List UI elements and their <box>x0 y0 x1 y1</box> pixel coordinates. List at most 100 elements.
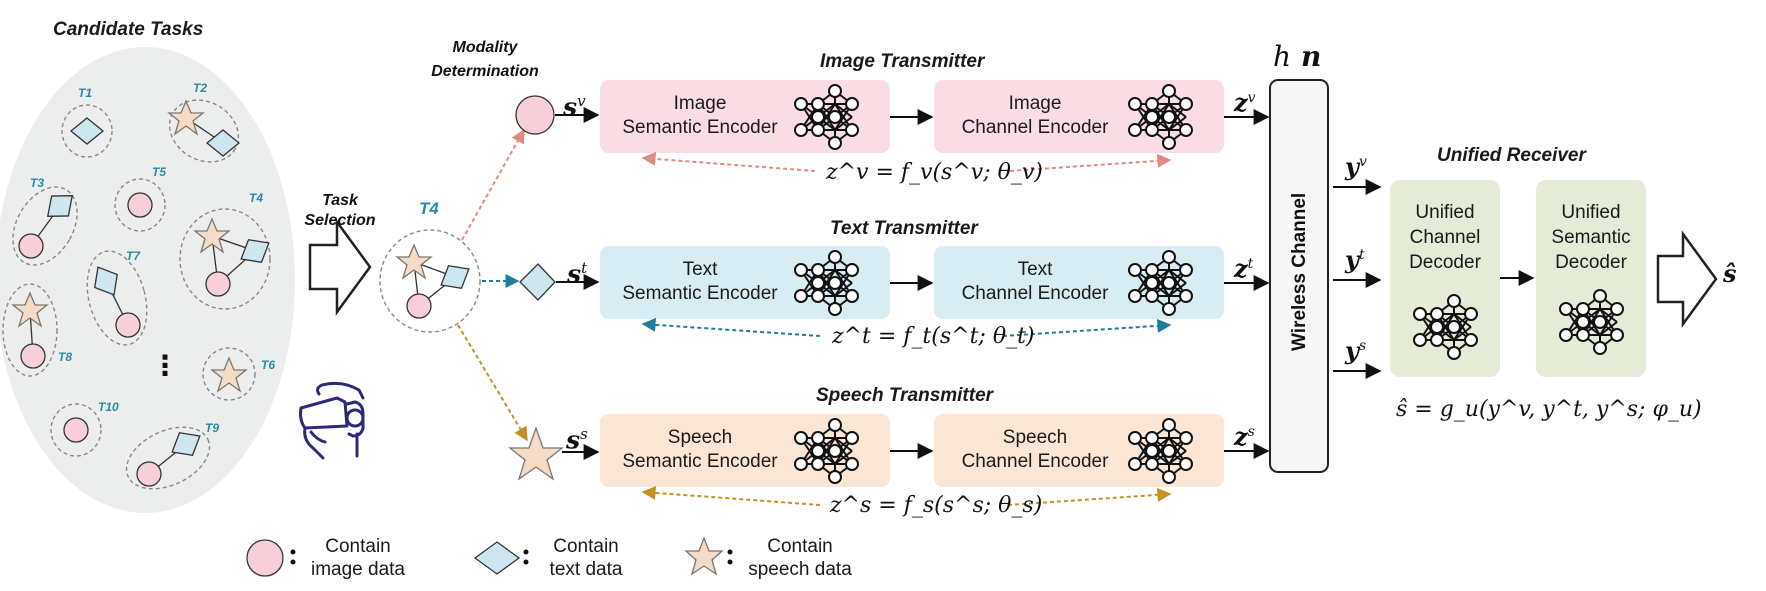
wireless-channel-box <box>1269 79 1329 473</box>
image-output-var: z <box>1234 88 1248 117</box>
task-t6-group <box>202 347 256 401</box>
unified-channel-decoder-label: Unified Channel Decoder <box>1390 200 1500 275</box>
circle-t7 <box>115 312 141 338</box>
circle-t4 <box>205 271 231 297</box>
text-tx-equation: z^t = f_t(s^t; θ_t) <box>832 324 1035 349</box>
text-input-var: s <box>567 259 582 289</box>
legend-speech-line2: speech data <box>748 559 852 580</box>
text-channel-encoder-label: Text Channel Encoder <box>940 258 1130 306</box>
image-channel-encoder-label: Image Channel Encoder <box>940 92 1130 140</box>
task-selection-label: Task Selection <box>295 191 385 231</box>
semantic-decoder-line1: Unified <box>1561 202 1621 223</box>
received-y-t: yt <box>1345 245 1365 274</box>
text-modality-node <box>519 263 556 301</box>
task-t1-group <box>61 104 113 158</box>
speech-channel-encoder-label: Speech Channel Encoder <box>940 426 1130 474</box>
image-input-sup: v <box>577 92 586 110</box>
unified-channel-decoder-box <box>1390 180 1500 377</box>
selected-task-group <box>379 229 481 333</box>
task-label-t10: T10 <box>98 400 119 414</box>
received-y-s-var: y <box>1345 336 1359 365</box>
received-y-t-sup: t <box>1358 247 1365 263</box>
speech-tx-equation: z^s = f_s(s^s; θ_s) <box>830 493 1043 518</box>
received-y-t-var: y <box>1345 245 1359 274</box>
image-output-symbol: zv <box>1234 88 1256 117</box>
speech-transmitter-title: Speech Transmitter <box>816 385 994 406</box>
modality-determination-label: Modality Determination <box>420 36 550 84</box>
image-semantic-encoder-label: Image Semantic Encoder <box>605 92 795 140</box>
unified-receiver-title: Unified Receiver <box>1437 145 1586 166</box>
speech-output-symbol: zs <box>1234 422 1255 451</box>
task-label-t5: T5 <box>152 165 167 179</box>
task-selection-line2: Selection <box>304 212 376 229</box>
vr-headset-icon <box>299 381 365 460</box>
channel-decoder-line1: Unified <box>1415 202 1475 223</box>
text-output-symbol: zt <box>1234 254 1253 283</box>
task-selection-arrow <box>308 218 372 316</box>
image-modality-node <box>515 95 555 135</box>
legend-image-line1: Contain <box>325 536 391 557</box>
task-t5-group <box>114 178 166 232</box>
circle-t9 <box>136 461 162 487</box>
receiver-equation: ŝ = g_u(y^v, y^t, y^s; φ_u) <box>1396 397 1702 422</box>
channel-n-symbol: n <box>1301 40 1322 73</box>
output-symbol: ŝ <box>1723 259 1737 288</box>
channel-decoder-line2: Channel <box>1409 227 1481 248</box>
text-output-sup: t <box>1247 256 1254 272</box>
image-tx-equation: z^v = f_v(s^v; θ_v) <box>826 160 1043 185</box>
task-t8-group <box>2 283 58 377</box>
legend-circle-icon <box>246 539 284 577</box>
speech-input-symbol: ss <box>566 425 588 454</box>
speech-output-var: z <box>1234 422 1248 451</box>
legend-star-icon <box>684 536 724 576</box>
modality-arrow-image <box>461 128 525 241</box>
image-input-symbol: sv <box>563 92 586 121</box>
speech-semantic-encoder-line2: Semantic Encoder <box>622 451 778 472</box>
semantic-decoder-line3: Decoder <box>1555 252 1627 273</box>
selected-circle <box>406 293 432 319</box>
image-channel-encoder-line1: Image <box>1008 93 1062 114</box>
modality-line1: Modality <box>452 39 518 56</box>
task-t4-group <box>179 208 271 310</box>
legend-text-line1: Contain <box>553 536 619 557</box>
channel-decoder-line3: Decoder <box>1409 252 1481 273</box>
text-semantic-encoder-line1: Text <box>682 259 718 280</box>
text-semantic-encoder-label: Text Semantic Encoder <box>605 258 795 306</box>
text-output-var: z <box>1234 254 1248 283</box>
task-t3-group <box>12 186 78 266</box>
circle-t10 <box>63 417 89 443</box>
unified-semantic-decoder-label: Unified Semantic Decoder <box>1536 200 1646 275</box>
unified-semantic-decoder-box <box>1536 180 1646 377</box>
received-y-v-sup: v <box>1358 154 1367 170</box>
text-channel-encoder-line1: Text <box>1017 259 1053 280</box>
speech-input-sup: s <box>580 425 588 443</box>
legend-image-text: Contain image data <box>298 535 418 581</box>
circle-t5 <box>127 192 153 218</box>
task-label-t6: T6 <box>261 358 276 372</box>
image-transmitter-title: Image Transmitter <box>820 51 985 72</box>
image-semantic-encoder-line2: Semantic Encoder <box>622 117 778 138</box>
task-label-t7: T7 <box>126 249 141 263</box>
speech-semantic-encoder-line1: Speech <box>667 427 733 448</box>
speech-modality-node <box>508 426 564 481</box>
output-arrow <box>1656 230 1718 328</box>
legend-text-text: Contain text data <box>531 535 641 581</box>
task-t9-group <box>125 426 211 490</box>
selected-star <box>396 244 432 279</box>
task-label-t2: T2 <box>193 81 208 95</box>
wireless-channel-label: Wireless Channel <box>1289 192 1310 351</box>
speech-channel-encoder-line1: Speech <box>1002 427 1068 448</box>
task-selection-line1: Task <box>322 192 358 209</box>
text-channel-encoder-line2: Channel Encoder <box>961 283 1109 304</box>
task-ellipsis: ⋮ <box>151 349 179 382</box>
task-label-t9: T9 <box>205 421 220 435</box>
text-transmitter-title: Text Transmitter <box>830 218 978 239</box>
speech-input-var: s <box>566 425 581 455</box>
text-semantic-encoder-line2: Semantic Encoder <box>622 283 778 304</box>
legend-image-line2: image data <box>310 559 405 580</box>
legend-diamond-icon <box>473 541 521 575</box>
selected-diamond <box>433 257 477 297</box>
received-y-s: ys <box>1345 336 1366 365</box>
task-t7-group <box>86 250 148 346</box>
image-output-sup: v <box>1247 90 1256 106</box>
